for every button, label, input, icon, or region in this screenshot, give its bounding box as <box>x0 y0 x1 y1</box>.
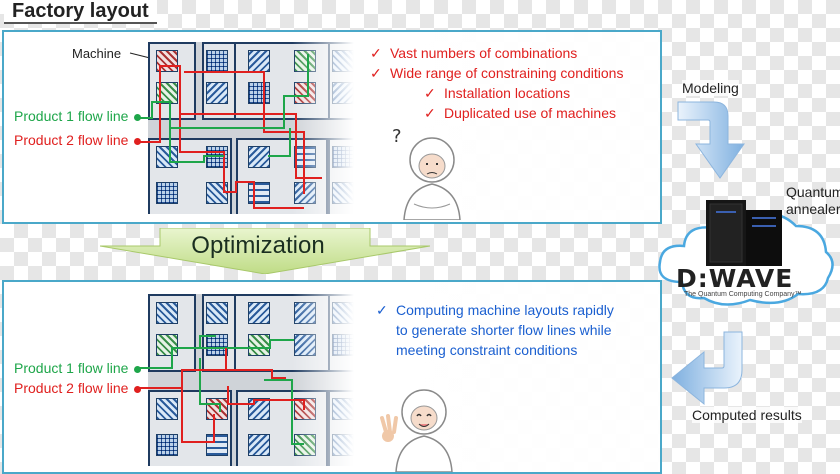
product2-flow-line <box>179 114 304 209</box>
machine <box>332 334 354 356</box>
product2-flow-line <box>226 369 286 379</box>
machine <box>248 302 270 324</box>
computed-results-arrow <box>671 331 743 406</box>
machine <box>156 434 178 456</box>
dwave-cloud <box>658 200 834 306</box>
issue-list: ✓Vast numbers of combinations ✓Wide rang… <box>370 43 623 123</box>
product1-flow-line <box>140 347 226 369</box>
result-item: ✓ Computing machine layouts rapidly to g… <box>376 302 614 358</box>
product2-flow-line <box>140 65 322 179</box>
product2-flow-line <box>227 386 305 410</box>
machine <box>206 334 228 356</box>
machine <box>332 302 354 324</box>
current-layout-panel: Machine Product 1 flow line Product 2 fl… <box>2 30 662 224</box>
machine <box>294 302 316 324</box>
machine <box>156 302 178 324</box>
product1-flow-line <box>169 128 224 163</box>
happy-worker-icon <box>380 389 453 472</box>
optimization-arrow <box>100 228 430 274</box>
machine <box>332 50 354 72</box>
product2-flow-line <box>181 388 215 443</box>
product1-flow-line <box>264 379 304 445</box>
product1-flow-label: Product 1 flow line <box>14 360 142 376</box>
machine <box>332 82 354 104</box>
product1-flow-line <box>199 335 216 348</box>
product1-flow-label: Product 1 flow line <box>14 108 142 124</box>
flow-lines-after <box>140 335 305 445</box>
computed-results-label: Computed results <box>692 407 802 423</box>
machine <box>206 82 228 104</box>
machine <box>156 398 178 420</box>
issue-item: ✓Vast numbers of combinations <box>370 45 578 61</box>
machine <box>206 302 228 324</box>
optimized-layout-panel: Product 1 flow line Product 2 flow line <box>2 280 662 474</box>
machine <box>206 434 228 456</box>
machine <box>156 82 178 104</box>
product1-flow-line <box>199 358 221 412</box>
machine <box>248 434 270 456</box>
page-title: Factory layout <box>4 0 157 24</box>
dwave-logo: D:WAVE <box>676 264 794 293</box>
worried-worker-icon: ? <box>392 126 461 220</box>
machine <box>294 50 316 72</box>
machine <box>294 334 316 356</box>
machine <box>332 182 354 204</box>
product2-flow-label: Product 2 flow line <box>14 380 142 396</box>
machine <box>156 182 178 204</box>
product1-flow-line <box>268 128 291 157</box>
machine <box>332 146 354 168</box>
machine <box>332 434 354 456</box>
flow-lines-before <box>140 54 322 209</box>
machine <box>294 82 316 104</box>
machine <box>332 398 354 420</box>
result-list: ✓ Computing machine layouts rapidly to g… <box>376 300 626 360</box>
svg-text:?: ? <box>392 126 402 147</box>
product2-flow-line <box>140 348 227 389</box>
modeling-label: Modeling <box>682 80 739 96</box>
modeling-arrow <box>677 101 745 179</box>
issue-item: ✓Duplicated use of machines <box>424 105 616 121</box>
product2-flow-line <box>184 71 305 194</box>
dwave-tagline: The Quantum Computing Company™ <box>684 291 802 298</box>
machine-label: Machine <box>72 46 122 61</box>
issue-item: ✓Installation locations <box>424 85 571 101</box>
product1-flow-line <box>226 339 294 349</box>
issue-item: ✓Wide range of constraining conditions <box>370 65 624 81</box>
quantum-computer-icon <box>706 200 782 266</box>
quantum-annealer-label: Quantum annealer <box>786 184 840 217</box>
product2-flow-label: Product 2 flow line <box>14 132 142 148</box>
optimization-label: Optimization <box>191 232 325 259</box>
